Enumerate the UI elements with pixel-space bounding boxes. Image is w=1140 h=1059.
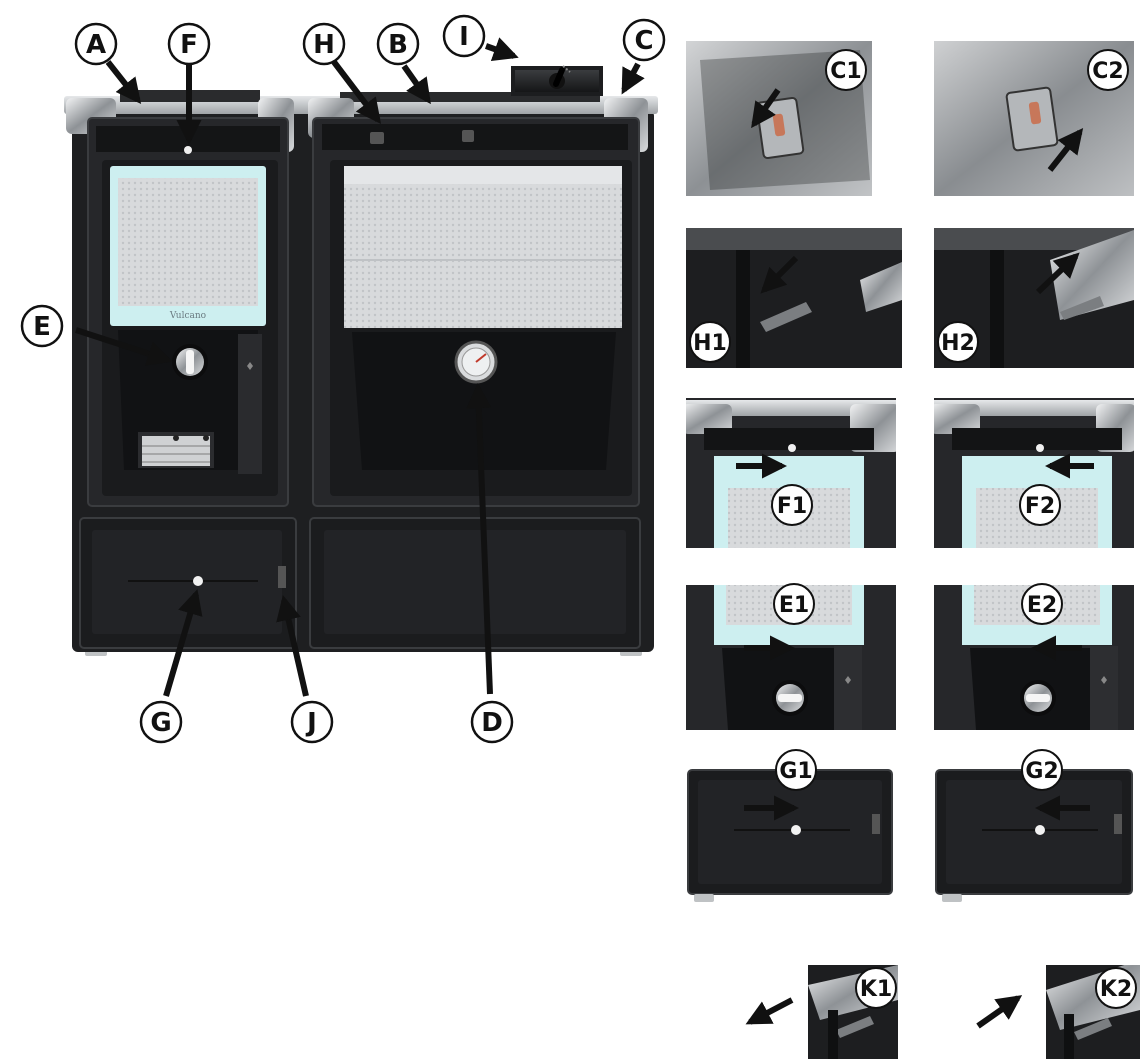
- svg-text:E: E: [33, 312, 51, 342]
- svg-text:G: G: [150, 708, 171, 738]
- tile-label-C2: C2: [1087, 49, 1129, 91]
- tile-label-E1: E1: [773, 583, 815, 625]
- callout-G: G: [139, 700, 183, 744]
- callout-F: F: [167, 22, 211, 66]
- svg-text:B: B: [388, 30, 408, 60]
- firebox-glass: [118, 178, 258, 306]
- svg-text:C: C: [634, 26, 653, 56]
- svg-text:F: F: [180, 30, 198, 60]
- tile-label-F2: F2: [1019, 484, 1061, 526]
- svg-text:K2: K2: [1100, 977, 1132, 1002]
- svg-text:F2: F2: [1025, 494, 1055, 519]
- svg-text:G1: G1: [779, 759, 812, 784]
- detail-tile-F2: [934, 398, 1134, 548]
- svg-text:H: H: [313, 30, 335, 60]
- drawer-air-slider: [193, 576, 203, 586]
- tile-label-E2: E2: [1021, 583, 1063, 625]
- callout-B: B: [376, 22, 420, 66]
- svg-text:C2: C2: [1092, 59, 1123, 84]
- tile-label-H1: H1: [689, 321, 731, 363]
- tile-label-K1: K1: [855, 967, 897, 1009]
- stove-main: Vulcano: [64, 65, 658, 656]
- svg-text:C1: C1: [830, 59, 861, 84]
- detail-tile-H2: [934, 228, 1134, 368]
- oven-glass: [344, 166, 622, 328]
- arrow-K1: [745, 997, 794, 1025]
- svg-text:E1: E1: [779, 593, 809, 618]
- callout-D: D: [470, 700, 514, 744]
- svg-text:A: A: [86, 30, 106, 60]
- arrow-K2: [976, 995, 1023, 1029]
- tile-label-F1: F1: [771, 484, 813, 526]
- callout-labels: A F H B I C E G J D: [20, 14, 666, 744]
- tile-label-G1: G1: [775, 749, 817, 791]
- brand-logo: Vulcano: [169, 311, 206, 321]
- svg-text:D: D: [481, 708, 503, 738]
- svg-text:F1: F1: [777, 494, 807, 519]
- svg-text:H1: H1: [693, 331, 727, 356]
- control-knob-housing: [511, 65, 603, 96]
- svg-text:H2: H2: [941, 331, 975, 356]
- callout-I: I: [442, 14, 486, 58]
- callout-H: H: [302, 22, 346, 66]
- tile-label-H2: H2: [937, 321, 979, 363]
- svg-text:J: J: [305, 708, 317, 738]
- svg-text:I: I: [459, 22, 469, 52]
- callout-A: A: [74, 22, 118, 66]
- callout-E: E: [20, 304, 64, 348]
- svg-text:K1: K1: [860, 977, 892, 1002]
- svg-text:E2: E2: [1027, 593, 1057, 618]
- detail-tile-G1: [686, 765, 896, 905]
- tile-label-G2: G2: [1021, 749, 1063, 791]
- callout-C: C: [622, 18, 666, 62]
- svg-text:G2: G2: [1025, 759, 1058, 784]
- tile-label-C1: C1: [825, 49, 867, 91]
- callout-J: J: [290, 700, 334, 744]
- drawer-latch: [278, 566, 286, 588]
- tile-label-K2: K2: [1095, 967, 1137, 1009]
- callout-arrows: [75, 37, 645, 697]
